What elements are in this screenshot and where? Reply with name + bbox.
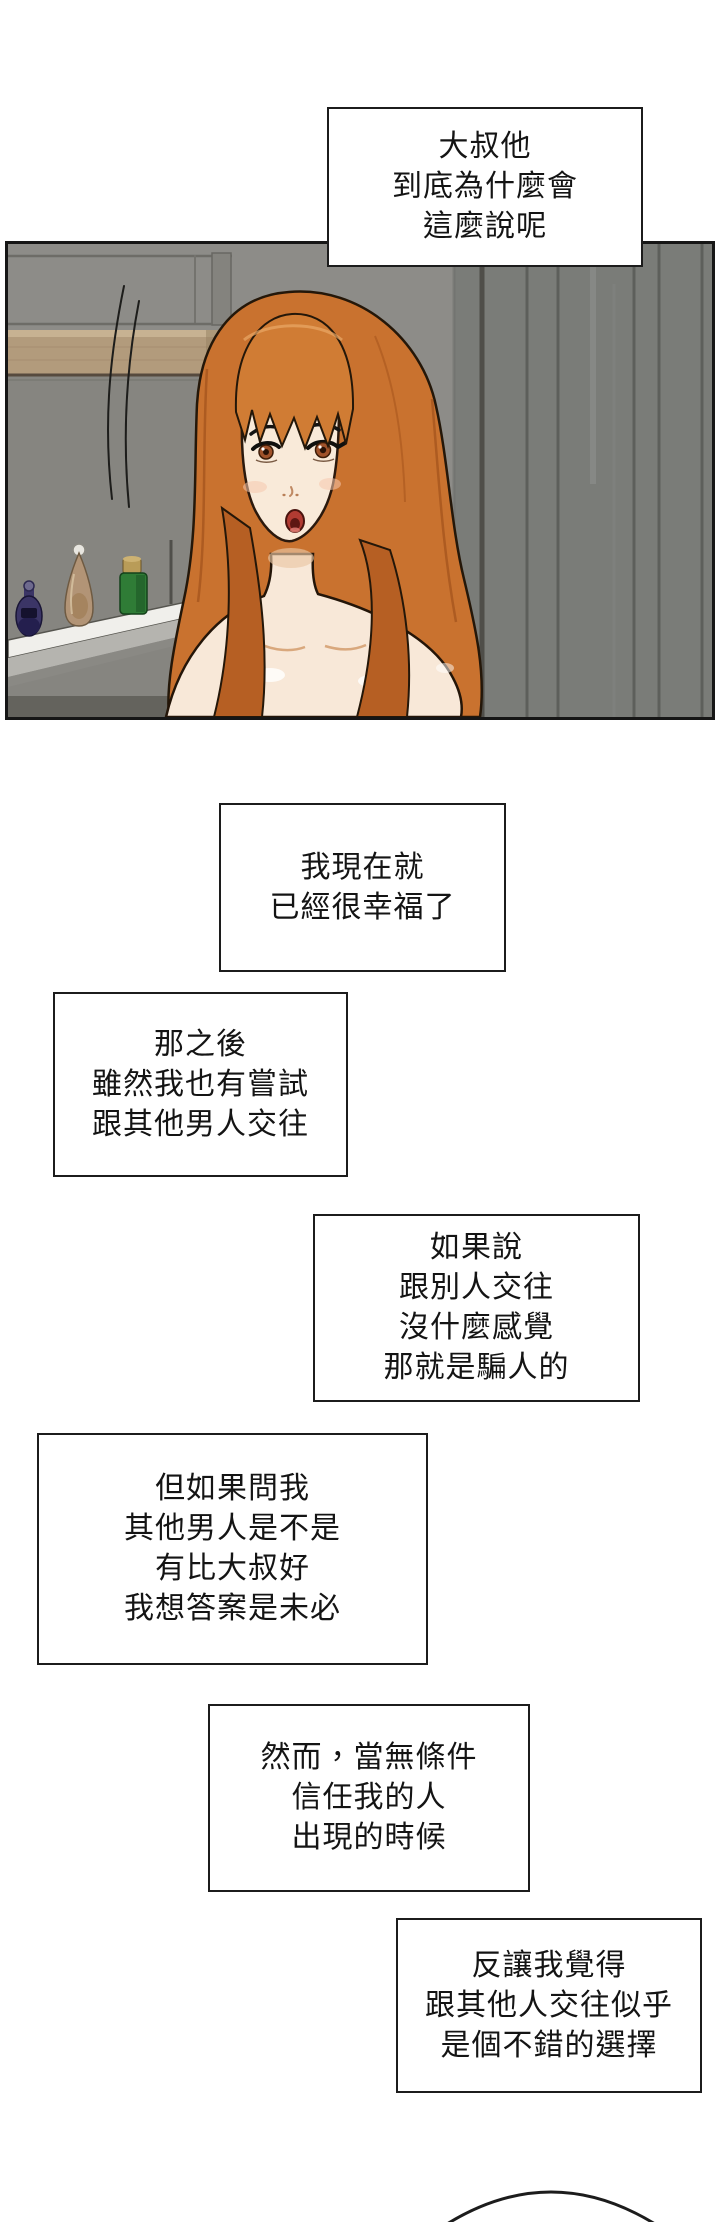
narration-line: 到底為什麼會 xyxy=(392,170,578,203)
narration-line: 雖然我也有嘗試 xyxy=(92,1067,309,1101)
narration-line: 出現的時候 xyxy=(291,1821,447,1854)
narration-box-6: 然而，當無條件 信任我的人 出現的時候 xyxy=(208,1704,530,1892)
narration-box-5: 但如果問我 其他男人是不是 有比大叔好 我想答案是未必 xyxy=(37,1433,428,1665)
panel-illustration xyxy=(8,244,712,717)
narration-line: 已經很幸福了 xyxy=(269,890,456,924)
narration-line: 那之後 xyxy=(154,1027,247,1061)
narration-box-2: 我現在就 已經很幸福了 xyxy=(219,803,506,972)
narration-line: 沒什麼感覺 xyxy=(399,1311,554,1344)
narration-box-7: 反讓我覺得 跟其他人交往似乎 是個不錯的選擇 xyxy=(396,1918,702,2093)
narration-line: 有比大叔好 xyxy=(155,1552,310,1585)
narration-line: 那就是騙人的 xyxy=(383,1351,570,1384)
narration-box-1: 大叔他 到底為什麼會 這麼說呢 xyxy=(327,107,643,267)
narration-line: 其他男人是不是 xyxy=(124,1512,341,1545)
narration-line: 是個不錯的選擇 xyxy=(440,2028,658,2062)
perfume-bottle-navy xyxy=(15,580,43,637)
narration-line: 信任我的人 xyxy=(291,1781,447,1814)
narration-box-4: 如果說 跟別人交往 沒什麼感覺 那就是騙人的 xyxy=(313,1214,640,1402)
narration-line: 我想答案是未必 xyxy=(124,1592,341,1625)
narration-line: 這麼說呢 xyxy=(423,210,547,243)
narration-line: 但如果問我 xyxy=(155,1472,310,1505)
perfume-bottle-green xyxy=(119,556,148,615)
narration-line: 反讓我覺得 xyxy=(471,1948,627,1982)
narration-line: 跟別人交往 xyxy=(399,1271,554,1304)
speech-bubble-partial xyxy=(447,2190,655,2222)
comic-panel xyxy=(5,241,715,720)
narration-line: 我現在就 xyxy=(300,850,425,884)
woman-figure xyxy=(164,290,483,717)
narration-line: 跟其他男人交往 xyxy=(92,1107,309,1141)
narration-line: 大叔他 xyxy=(438,130,532,163)
perfume-bottle-amber xyxy=(64,543,94,627)
narration-box-3: 那之後 雖然我也有嘗試 跟其他男人交往 xyxy=(53,992,348,1177)
narration-line: 跟其他人交往似乎 xyxy=(425,1988,673,2022)
narration-line: 如果說 xyxy=(430,1231,523,1264)
narration-line: 然而，當無條件 xyxy=(260,1741,478,1774)
